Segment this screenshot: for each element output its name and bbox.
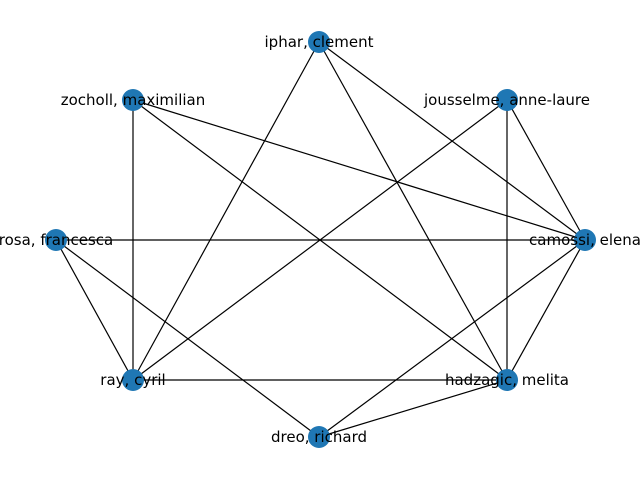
node-hadzagic [496,369,518,391]
node-dreo [308,426,330,448]
node-label-zocholl: zocholl, maximilian [61,91,206,109]
edge-jousselme-camossi [506,99,586,241]
node-label-ray: ray, cyril [100,371,165,389]
edges-layer [55,41,586,438]
labels-layer: iphar, clement zocholl, maximilian joussel… [0,33,640,446]
edge-iphar-hadzagic [318,41,508,381]
node-label-jousselme: jousselme, anne-laure [423,91,590,109]
node-iphar [308,31,330,53]
node-label-camossi: camossi, elena [529,231,640,249]
node-ray [122,369,144,391]
edge-camossi-hadzagic [506,239,586,381]
node-label-rosa: rosa, francesca [0,231,113,249]
edge-camossi-dreo [318,239,586,438]
edge-zocholl-camossi [132,99,586,241]
node-label-iphar: iphar, clement [265,33,374,51]
node-jousselme [496,89,518,111]
edge-rosa-dreo [55,239,320,438]
node-label-dreo: dreo, richard [271,428,367,446]
nodes-layer [45,31,596,448]
edge-rosa-ray [55,239,134,381]
node-label-hadzagic: hadzagic, melita [445,371,569,389]
node-camossi [574,229,596,251]
edge-hadzagic-dreo [318,379,508,438]
node-zocholl [122,89,144,111]
edge-iphar-ray [132,41,320,381]
node-rosa [45,229,67,251]
